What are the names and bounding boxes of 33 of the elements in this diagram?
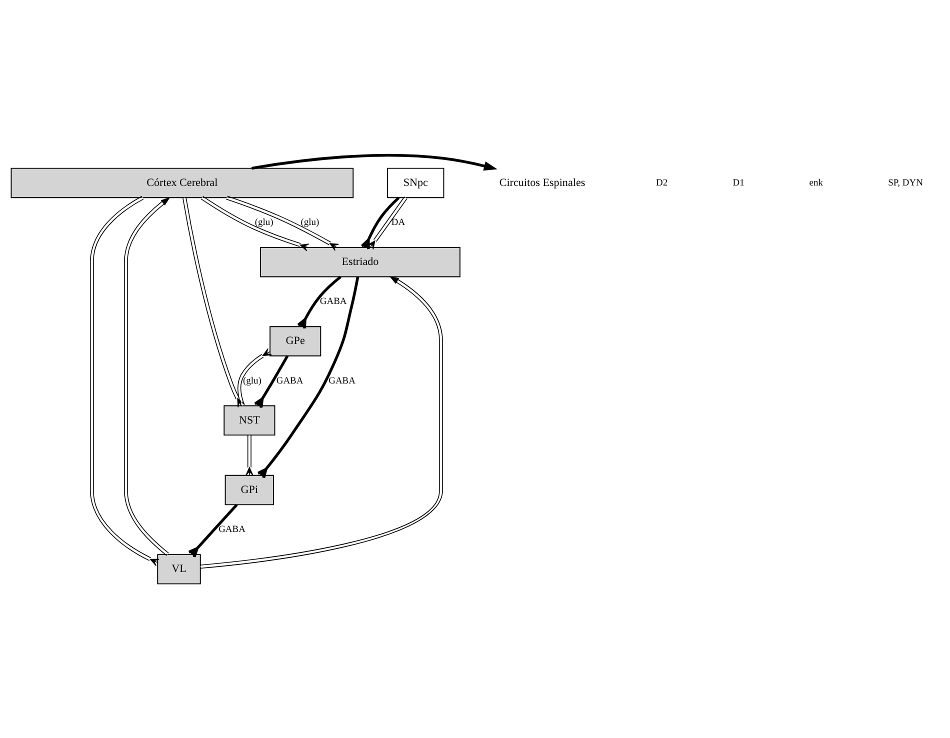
node-box: GPi xyxy=(224,474,274,505)
connector xyxy=(366,196,408,250)
arrow xyxy=(200,276,443,568)
edge-label: (glu) xyxy=(300,217,320,228)
node-box: SNpc xyxy=(387,167,444,198)
edge-label: GABA xyxy=(276,376,304,386)
label: D1 xyxy=(732,178,744,188)
connector xyxy=(226,195,339,250)
edge-label: (glu) xyxy=(254,217,274,228)
node-box: Estriado xyxy=(260,246,460,277)
node-box: VL xyxy=(157,554,201,584)
edge-label: GABA xyxy=(320,296,347,307)
label: SP, DYN xyxy=(888,178,923,188)
label: D2 xyxy=(656,178,668,188)
node-box: Córtex Cerebral xyxy=(10,167,354,198)
connector xyxy=(200,195,310,251)
connector xyxy=(254,354,289,408)
node-text: Circuitos Espinales xyxy=(499,176,586,188)
edge-label: GABA xyxy=(328,376,356,386)
edge-label: GABA xyxy=(218,524,246,535)
connector xyxy=(245,434,254,476)
connector xyxy=(188,503,238,558)
connector xyxy=(237,348,272,406)
arrow xyxy=(251,153,498,170)
edge-label: DA xyxy=(391,217,406,228)
node-box: GPe xyxy=(270,326,322,356)
arrow xyxy=(124,196,170,556)
connector xyxy=(90,195,160,566)
node-box: NST xyxy=(224,404,276,436)
connector xyxy=(296,275,342,330)
connector xyxy=(256,276,360,478)
label: enk xyxy=(809,178,823,188)
edge-label: (glu) xyxy=(242,376,262,386)
